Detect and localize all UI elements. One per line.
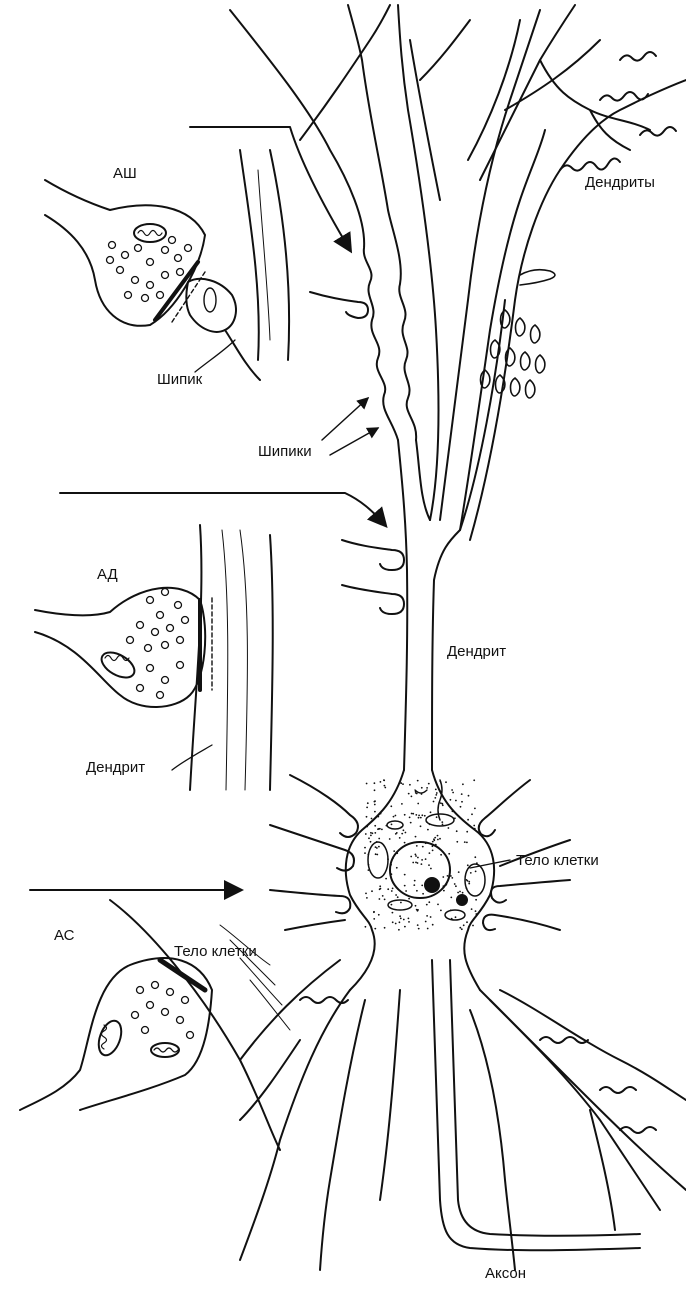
label-spine: Шипик (157, 372, 202, 387)
label-as: АС (54, 928, 75, 943)
arrow-ad (60, 493, 385, 525)
label-ash: АШ (113, 166, 137, 181)
label-cell-body-inset: Тело клетки (174, 944, 257, 959)
cytoplasm-stipple (364, 779, 478, 931)
nucleolus (425, 878, 439, 892)
label-ad: АД (97, 567, 118, 582)
label-cell-body: Тело клетки (516, 853, 599, 868)
dendrite-spines-right (481, 270, 556, 398)
synaptic-vesicles (107, 237, 194, 1039)
arrow-ash (190, 127, 350, 250)
spine-pointer (195, 340, 235, 372)
label-dendrite-main: Дендрит (447, 644, 506, 659)
label-dendrites: Дендриты (585, 175, 655, 190)
label-spines: Шипики (258, 444, 312, 459)
spines-pointer-arrows (322, 398, 378, 455)
nucleus (390, 842, 450, 898)
axon-terminals-left (310, 292, 404, 614)
label-dendrite-inset: Дендрит (86, 760, 145, 775)
basal-dendrites (240, 960, 686, 1270)
axon (432, 960, 640, 1250)
inset-ash (45, 127, 350, 380)
label-axon: Аксон (485, 1266, 526, 1281)
inset-ad (35, 493, 385, 790)
